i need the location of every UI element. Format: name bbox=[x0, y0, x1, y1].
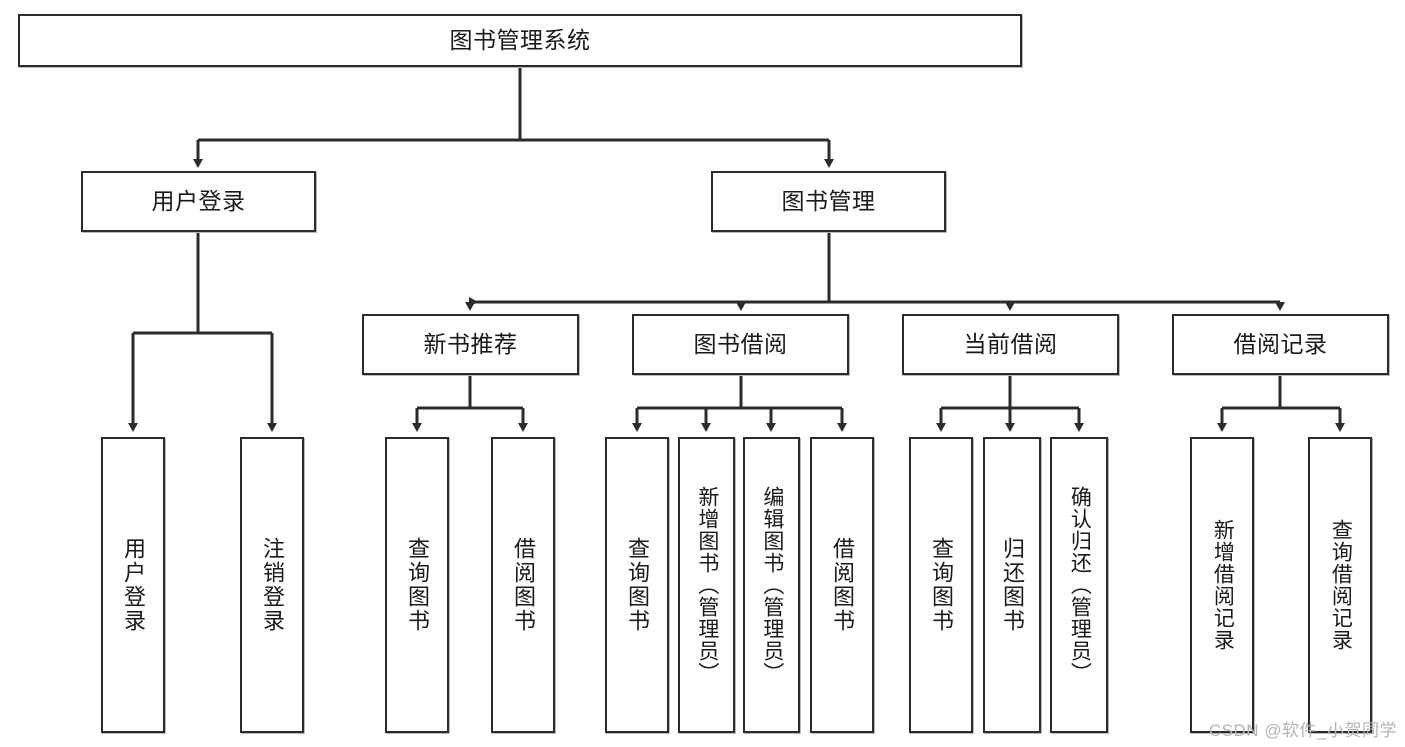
leaf-borrow-book-2[interactable]: 借阅图书 bbox=[810, 437, 874, 733]
node-current-borrow-label: 当前借阅 bbox=[963, 330, 1058, 357]
leaf-add-record-label: 新增借阅记录 bbox=[1211, 519, 1235, 651]
leaf-borrow-book-2-label: 借阅图书 bbox=[829, 537, 855, 633]
node-book-borrow-label: 图书借阅 bbox=[693, 330, 788, 357]
node-new-book-recommend-label: 新书推荐 bbox=[423, 330, 518, 357]
csdn-watermark: CSDN @软件_小贺同学 bbox=[1208, 721, 1397, 740]
leaf-user-login[interactable]: 用户登录 bbox=[101, 437, 165, 733]
node-book-manage[interactable]: 图书管理 bbox=[711, 171, 946, 232]
leaf-query-book-1[interactable]: 查询图书 bbox=[385, 437, 449, 733]
leaf-add-book-label: 新增图书（管理员） bbox=[695, 486, 719, 684]
leaf-query-book-3[interactable]: 查询图书 bbox=[909, 437, 973, 733]
leaf-confirm-return-label: 确认归还（管理员） bbox=[1068, 486, 1092, 684]
leaf-query-record[interactable]: 查询借阅记录 bbox=[1308, 437, 1372, 733]
node-user-login-label: 用户登录 bbox=[151, 187, 246, 214]
leaf-query-book-2-label: 查询图书 bbox=[624, 537, 650, 633]
leaf-query-book-1-label: 查询图书 bbox=[404, 537, 430, 633]
node-user-login[interactable]: 用户登录 bbox=[81, 171, 316, 232]
leaf-add-book[interactable]: 新增图书（管理员） bbox=[678, 437, 735, 733]
leaf-edit-book[interactable]: 编辑图书（管理员） bbox=[743, 437, 800, 733]
leaf-return-book[interactable]: 归还图书 bbox=[983, 437, 1041, 733]
node-new-book-recommend[interactable]: 新书推荐 bbox=[362, 314, 579, 375]
leaf-user-login-label: 用户登录 bbox=[120, 537, 146, 633]
node-borrow-record-label: 借阅记录 bbox=[1233, 330, 1328, 357]
leaf-query-record-label: 查询借阅记录 bbox=[1329, 519, 1353, 651]
node-borrow-record[interactable]: 借阅记录 bbox=[1172, 314, 1389, 375]
leaf-confirm-return[interactable]: 确认归还（管理员） bbox=[1050, 437, 1108, 733]
leaf-logout-login[interactable]: 注销登录 bbox=[240, 437, 304, 733]
node-root-label: 图书管理系统 bbox=[449, 26, 591, 53]
leaf-return-book-label: 归还图书 bbox=[999, 537, 1025, 633]
leaf-query-book-2[interactable]: 查询图书 bbox=[605, 437, 669, 733]
leaf-borrow-book-1[interactable]: 借阅图书 bbox=[491, 437, 555, 733]
leaf-query-book-3-label: 查询图书 bbox=[928, 537, 954, 633]
leaf-logout-login-label: 注销登录 bbox=[259, 537, 285, 633]
node-book-borrow[interactable]: 图书借阅 bbox=[632, 314, 849, 375]
leaf-borrow-book-1-label: 借阅图书 bbox=[510, 537, 536, 633]
leaf-add-record[interactable]: 新增借阅记录 bbox=[1190, 437, 1254, 733]
node-book-manage-label: 图书管理 bbox=[781, 187, 876, 214]
node-root[interactable]: 图书管理系统 bbox=[18, 14, 1022, 67]
leaf-edit-book-label: 编辑图书（管理员） bbox=[760, 486, 784, 684]
node-current-borrow[interactable]: 当前借阅 bbox=[902, 314, 1119, 375]
